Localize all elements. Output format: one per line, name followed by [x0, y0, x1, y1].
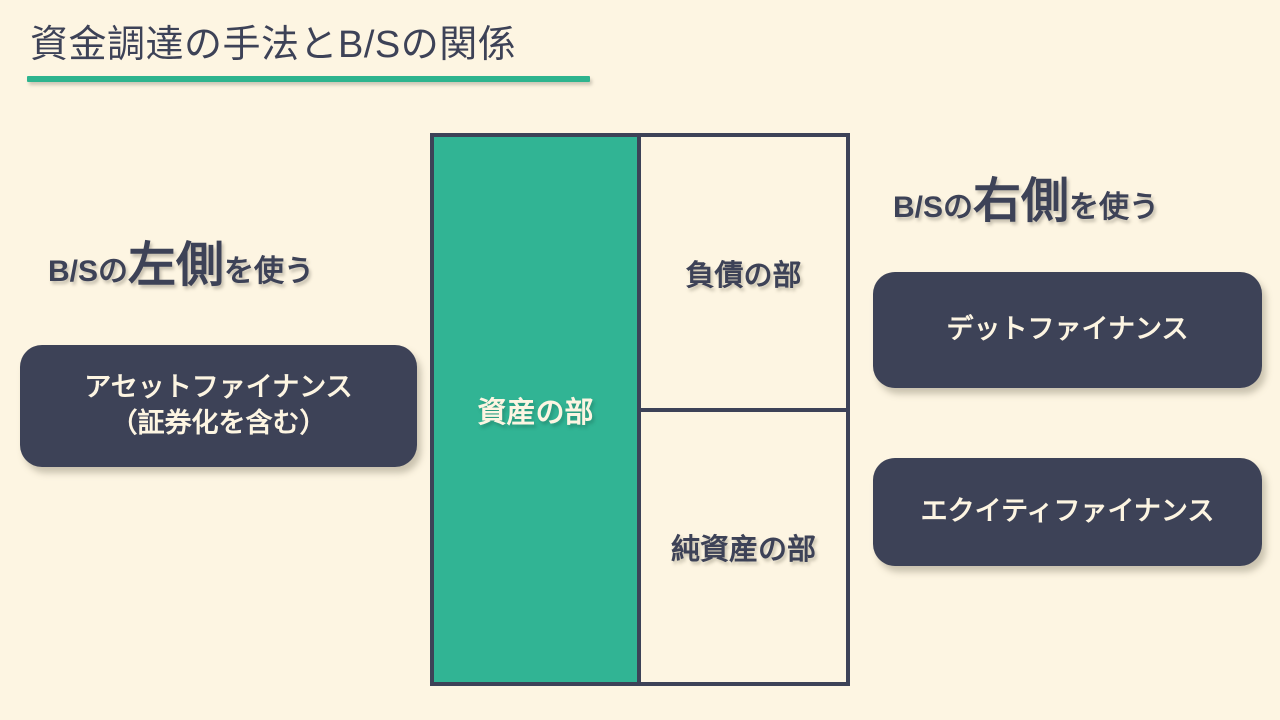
- title-underline-rule: [27, 76, 590, 82]
- card-asset-finance-text: アセットファイナンス （証券化を含む）: [84, 370, 352, 441]
- left-section-heading: B/Sの左側を使う: [48, 242, 314, 290]
- card-debt-finance-label: デットファイナンス: [946, 314, 1189, 345]
- left-heading-emphasis: 左側: [128, 239, 225, 292]
- right-section-heading: B/Sの右側を使う: [893, 178, 1159, 226]
- card-asset-finance-line1: アセットファイナンス: [84, 372, 353, 403]
- net-assets-label: 純資産の部: [670, 534, 816, 566]
- liabilities-label: 負債の部: [685, 259, 802, 292]
- balance-sheet-liabilities-block: 負債の部: [641, 137, 846, 412]
- balance-sheet-assets-block: 資産の部: [434, 137, 641, 682]
- assets-label: 資産の部: [477, 396, 594, 429]
- card-equity-finance-label: エクイティファイナンス: [920, 496, 1215, 527]
- right-heading-suffix: を使う: [1069, 191, 1160, 224]
- balance-sheet-net-assets-block: 純資産の部: [641, 412, 846, 682]
- balance-sheet-right-column: 負債の部 純資産の部: [641, 137, 846, 682]
- card-equity-finance[interactable]: エクイティファイナンス: [873, 458, 1262, 566]
- left-heading-prefix: B/Sの: [48, 255, 129, 288]
- card-asset-finance-line2: （証券化を含む）: [110, 408, 327, 438]
- card-asset-finance[interactable]: アセットファイナンス （証券化を含む）: [20, 345, 417, 467]
- left-heading-suffix: を使う: [224, 255, 315, 288]
- balance-sheet-diagram: 資産の部 負債の部 純資産の部: [430, 133, 850, 686]
- card-debt-finance[interactable]: デットファイナンス: [873, 272, 1262, 388]
- page-title: 資金調達の手法とB/Sの関係: [30, 24, 517, 66]
- right-heading-prefix: B/Sの: [893, 191, 974, 224]
- right-heading-emphasis: 右側: [973, 175, 1070, 228]
